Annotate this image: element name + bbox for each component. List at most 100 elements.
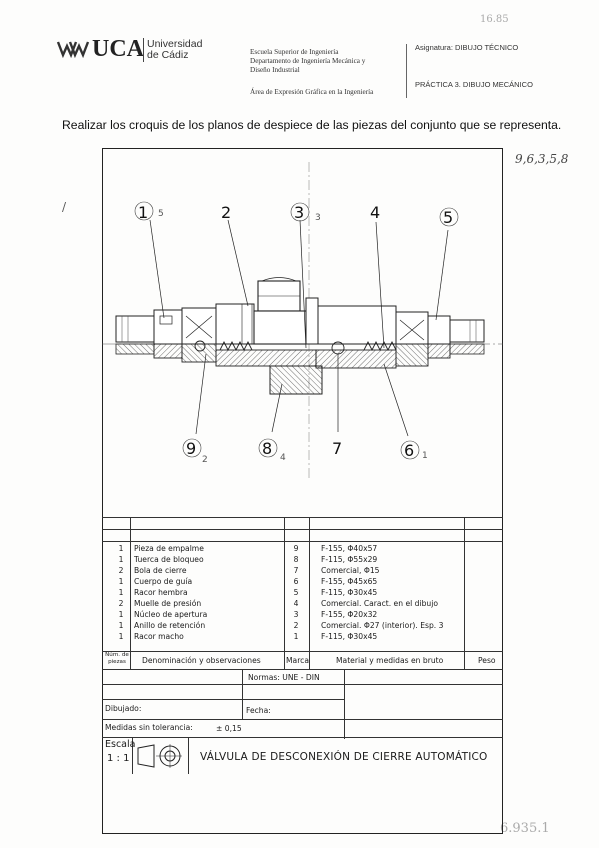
hw-mark-4: 4 bbox=[280, 453, 286, 463]
drawn-label: Dibujado: bbox=[105, 704, 142, 713]
header-material: Material y medidas en bruto bbox=[336, 656, 444, 665]
table-row: 1 Anillo de retención 2 Comercial. Φ27 (… bbox=[102, 621, 503, 631]
row-qty: 1 bbox=[118, 621, 124, 630]
header-qty: Núm. de piezas bbox=[105, 652, 129, 665]
row-mark: 8 bbox=[293, 555, 299, 564]
handwritten-top: 16.85 bbox=[480, 14, 509, 25]
table-row: 1 Pieza de empalme 9 F-155, Φ40x57 bbox=[102, 544, 503, 554]
row-name: Núcleo de apertura bbox=[134, 610, 208, 619]
svg-text:3: 3 bbox=[294, 203, 304, 222]
callout-1: 1 bbox=[134, 201, 154, 222]
norms-label: Normas: UNE - DIN bbox=[248, 673, 320, 682]
svg-text:2: 2 bbox=[221, 203, 231, 222]
handwritten-bottom: 6.935.1 bbox=[500, 821, 550, 836]
row-material: Comercial, Φ15 bbox=[321, 566, 380, 575]
uca-logo-icon bbox=[56, 41, 90, 58]
table-line bbox=[102, 651, 503, 652]
row-name: Racor macho bbox=[134, 632, 184, 641]
handwritten-slash: / bbox=[62, 200, 67, 214]
table-line bbox=[309, 517, 310, 669]
school-line2: Departamento de Ingeniería Mecánica y bbox=[250, 57, 366, 65]
date-label: Fecha: bbox=[246, 706, 271, 715]
hw-mark-2: 2 bbox=[202, 455, 208, 465]
table-line bbox=[102, 669, 503, 670]
university-name: Universidad de Cádiz bbox=[147, 39, 202, 61]
table-line bbox=[102, 517, 503, 518]
row-qty: 1 bbox=[118, 588, 124, 597]
school-line1: Escuela Superior de Ingeniería bbox=[250, 48, 339, 56]
svg-text:1: 1 bbox=[138, 203, 148, 222]
callout-3: 3 bbox=[290, 202, 310, 222]
projection-symbol-icon bbox=[137, 744, 182, 768]
callout-5: 5 bbox=[439, 207, 459, 227]
logo-text: UCA bbox=[92, 36, 144, 62]
row-qty: 1 bbox=[118, 555, 124, 564]
callout-4: 4 bbox=[370, 203, 380, 222]
row-mark: 1 bbox=[293, 632, 299, 641]
header-name: Denominación y observaciones bbox=[142, 656, 261, 665]
callout-2: 2 bbox=[221, 203, 231, 222]
callout-6: 6 bbox=[400, 440, 420, 460]
row-mark: 6 bbox=[293, 577, 299, 586]
callout-7: 7 bbox=[332, 439, 342, 458]
row-name: Pieza de empalme bbox=[134, 544, 204, 553]
row-qty: 1 bbox=[118, 544, 124, 553]
table-row: 1 Racor macho 1 F-115, Φ30x45 bbox=[102, 632, 503, 642]
subject-text: Asignatura: DIBUJO TÉCNICO bbox=[415, 43, 519, 52]
row-qty: 1 bbox=[118, 610, 124, 619]
table-line bbox=[188, 737, 189, 774]
table-line bbox=[102, 737, 503, 738]
hw-mark-3: 3 bbox=[315, 213, 321, 223]
header-mark: Marca bbox=[286, 656, 309, 665]
drawing-frame bbox=[102, 148, 503, 834]
table-row: 2 Bola de cierre 7 Comercial, Φ15 bbox=[102, 566, 503, 576]
table-line bbox=[102, 541, 503, 542]
practice-text: PRÁCTICA 3. DIBUJO MECÁNICO bbox=[415, 80, 533, 89]
callout-9: 9 bbox=[182, 438, 202, 458]
hw-mark-1: 1 bbox=[422, 451, 428, 461]
scale-value: 1 : 1 bbox=[107, 753, 130, 764]
table-line bbox=[132, 737, 133, 774]
svg-text:5: 5 bbox=[443, 208, 453, 227]
row-mark: 3 bbox=[293, 610, 299, 619]
row-material: F-115, Φ30x45 bbox=[321, 588, 378, 597]
row-name: Tuerca de bloqueo bbox=[134, 555, 204, 564]
row-qty: 2 bbox=[118, 599, 124, 608]
drawing-title: VÁLVULA DE DESCONEXIÓN DE CIERRE AUTOMÁT… bbox=[200, 751, 488, 763]
hw-mark-5: 5 bbox=[158, 209, 164, 219]
table-line bbox=[464, 517, 465, 669]
svg-text:9: 9 bbox=[186, 439, 196, 458]
row-mark: 9 bbox=[293, 544, 299, 553]
table-line bbox=[102, 719, 503, 720]
table-row: 2 Muelle de presión 4 Comercial. Caract.… bbox=[102, 599, 503, 609]
table-line bbox=[242, 669, 243, 719]
table-line bbox=[102, 684, 503, 685]
scale-label: Escala bbox=[105, 739, 136, 750]
row-mark: 2 bbox=[293, 621, 299, 630]
svg-text:6: 6 bbox=[404, 441, 414, 460]
row-qty: 1 bbox=[118, 632, 124, 641]
header-weight: Peso bbox=[478, 656, 496, 665]
row-name: Bola de cierre bbox=[134, 566, 187, 575]
valve-assembly-drawing: 1 2 3 4 5 9 8 7 6 5 3 2 4 1 bbox=[102, 162, 503, 478]
header-divider bbox=[406, 44, 407, 98]
table-row: 1 Cuerpo de guía 6 F-155, Φ45x65 bbox=[102, 577, 503, 587]
row-mark: 4 bbox=[293, 599, 299, 608]
row-material: F-115, Φ30x45 bbox=[321, 632, 378, 641]
row-material: F-155, Φ40x57 bbox=[321, 544, 378, 553]
row-mark: 5 bbox=[293, 588, 299, 597]
table-row: 1 Núcleo de apertura 3 F-155, Φ20x32 bbox=[102, 610, 503, 620]
row-material: F-155, Φ45x65 bbox=[321, 577, 378, 586]
table-line bbox=[284, 517, 285, 669]
svg-text:7: 7 bbox=[332, 439, 342, 458]
table-line bbox=[130, 517, 131, 669]
handwritten-side-numbers: 9,6,3,5,8 bbox=[515, 152, 569, 166]
table-line bbox=[102, 529, 503, 530]
row-material: F-155, Φ20x32 bbox=[321, 610, 378, 619]
row-name: Cuerpo de guía bbox=[134, 577, 193, 586]
row-material: Comercial. Caract. en el dibujo bbox=[321, 599, 438, 608]
logo-divider bbox=[143, 38, 144, 62]
school-line3: Diseño Industrial bbox=[250, 66, 300, 74]
table-row: 1 Racor hembra 5 F-115, Φ30x45 bbox=[102, 588, 503, 598]
area-text: Área de Expresión Gráfica en la Ingenier… bbox=[250, 88, 374, 96]
